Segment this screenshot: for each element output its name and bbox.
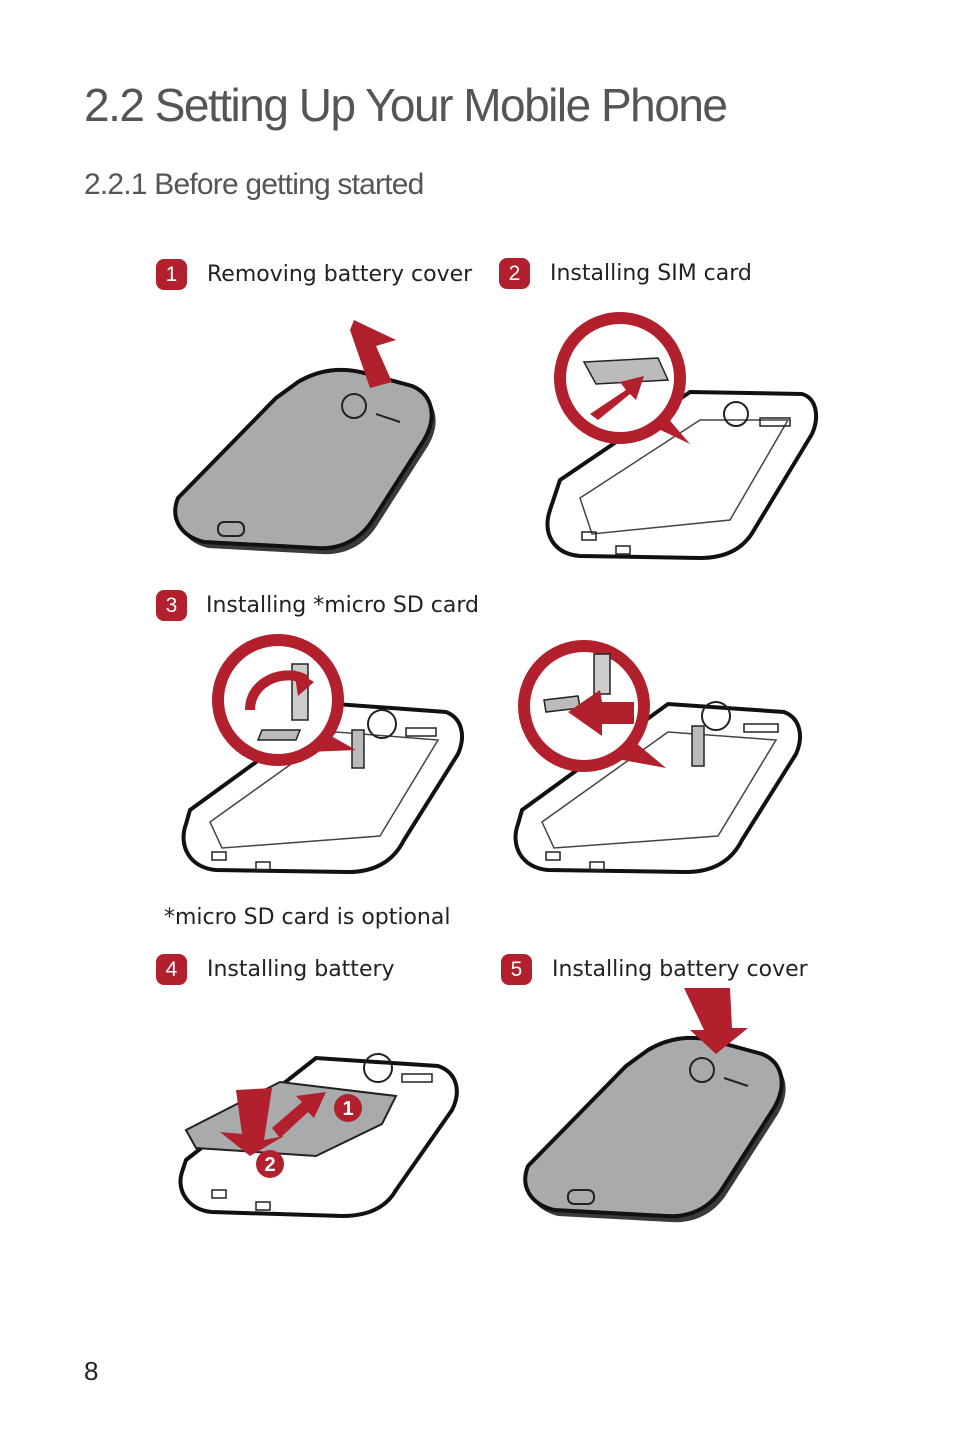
removing-battery-cover-illustration (173, 320, 436, 555)
step-5-badge: 5 (501, 954, 532, 985)
step-2-badge: 2 (499, 258, 530, 289)
micro-sd-insert-illustration (513, 640, 802, 875)
step-4-caption: 4 Installing battery (156, 954, 395, 985)
micro-sd-open-illustration (181, 634, 464, 875)
step-3-caption: 3 Installing *micro SD card (156, 590, 479, 621)
installing-battery-illustration: 1 2 (178, 1053, 459, 1219)
step-3-label: Installing *micro SD card (206, 593, 479, 618)
step-2-label: Installing SIM card (550, 261, 752, 286)
installing-sim-card-illustration (545, 312, 819, 561)
step-3-badge: 3 (156, 590, 187, 621)
battery-arrow-label-2: 2 (264, 1154, 275, 1176)
step-4-badge: 4 (156, 954, 187, 985)
step-2-caption: 2 Installing SIM card (499, 258, 752, 289)
page-number: 8 (84, 1356, 99, 1386)
installing-battery-cover-illustration (523, 988, 786, 1223)
step-1-badge: 1 (156, 259, 187, 290)
subsection-heading: 2.2.1 Before getting started (84, 168, 424, 201)
step-5-label: Installing battery cover (552, 957, 808, 982)
step-1-label: Removing battery cover (207, 262, 473, 287)
step-1-caption: 1 Removing battery cover (156, 259, 472, 290)
step-5-caption: 5 Installing battery cover (501, 954, 808, 985)
step-4-label: Installing battery (207, 957, 395, 982)
micro-sd-note: *micro SD card is optional (164, 905, 451, 930)
battery-arrow-label-1: 1 (342, 1098, 353, 1120)
section-heading: 2.2 Setting Up Your Mobile Phone (84, 79, 728, 131)
